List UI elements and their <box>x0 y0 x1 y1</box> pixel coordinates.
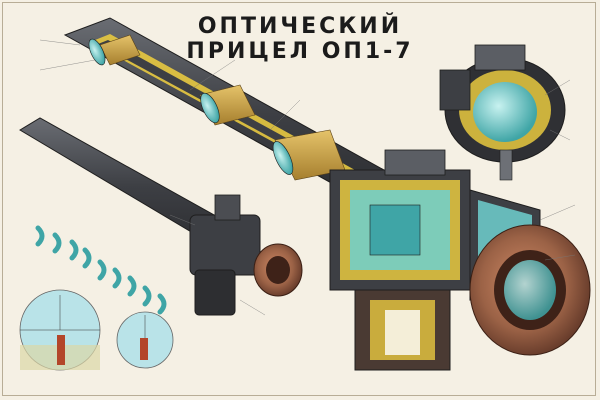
reticle-icon <box>116 311 174 369</box>
eyecup-icon <box>469 224 591 356</box>
lens-cell <box>199 84 256 126</box>
reticle-icon <box>19 289 101 371</box>
lens-cell <box>88 34 141 66</box>
section-view-upper-right <box>439 44 566 181</box>
lens-elements <box>35 225 167 315</box>
poster-title: ОПТИЧЕСКИЙ ПРИЦЕЛ ОП1-7 <box>186 14 414 64</box>
callout-lines <box>39 39 576 316</box>
cutaway-housing <box>329 149 541 371</box>
cutaway-scope-tube <box>63 17 422 211</box>
exterior-scope <box>19 117 303 316</box>
poster-border <box>2 2 596 396</box>
